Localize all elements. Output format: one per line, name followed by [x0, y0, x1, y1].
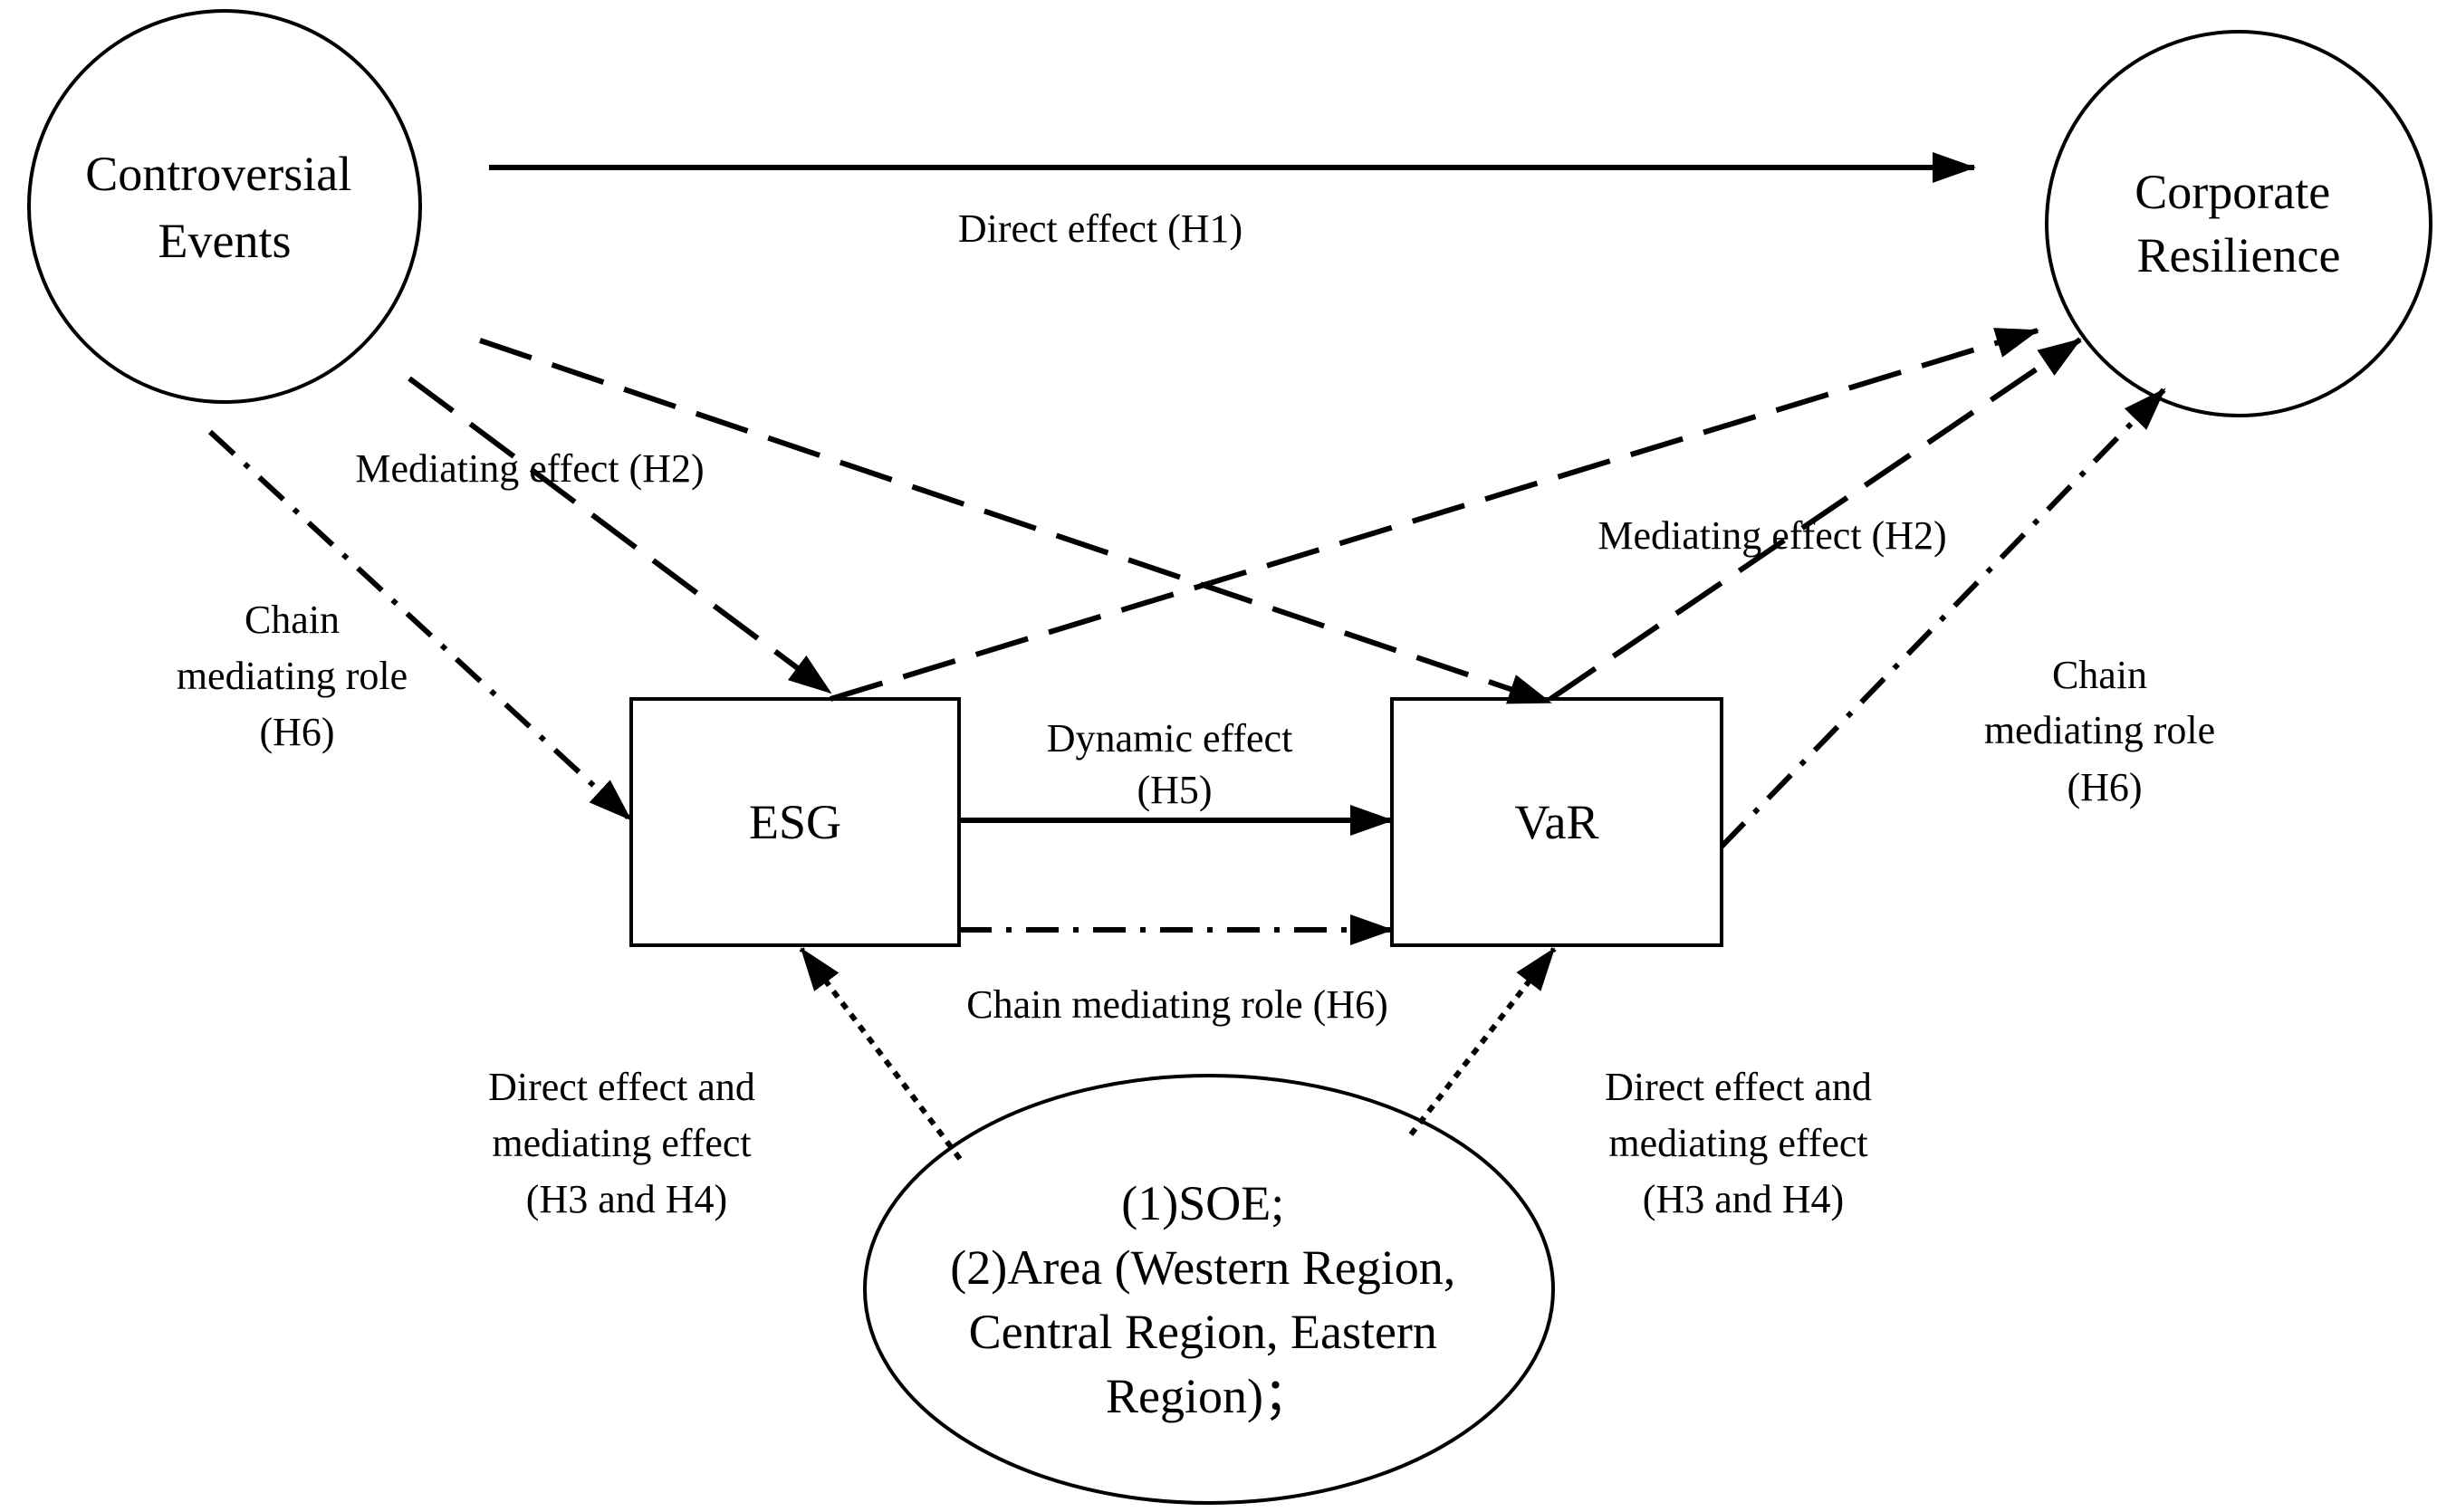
esg-node: ESG [629, 697, 961, 947]
moderators-node: (1)SOE; (2)Area (Western Region, Central… [863, 1074, 1555, 1505]
chain-mediating-h6-right-label: Chain mediating role (H6) [1984, 653, 2225, 809]
chain-mediating-h6-left-label: Chain mediating role (H6) [177, 598, 417, 754]
esg-label: ESG [749, 795, 841, 849]
moderation-to-esg-arrow [799, 947, 963, 1161]
mediating-esg-to-cr-arrow [830, 328, 2039, 702]
moderation-left-label: Direct effect and mediating effect (H3 a… [488, 1065, 765, 1221]
var-node: VaR [1390, 697, 1723, 947]
moderation-right-label: Direct effect and mediating effect (H3 a… [1605, 1065, 1882, 1221]
mediating-effect-h2-left-label: Mediating effect (H2) [355, 446, 704, 491]
dynamic-effect-h5-label: Dynamic effect (H5) [1047, 716, 1303, 812]
controversial-events-circle [27, 9, 422, 404]
controversial-events-node: Controversial Events [27, 9, 422, 404]
var-label: VaR [1515, 795, 1599, 849]
corporate-resilience-circle [2045, 30, 2432, 417]
moderators-label: (1)SOE; (2)Area (Western Region, Central… [950, 1176, 1467, 1423]
direct-effect-h1-label: Direct effect (H1) [958, 206, 1242, 251]
mediating-ce-to-var-arrow [479, 338, 1552, 705]
mediating-ce-to-esg-arrow [408, 376, 832, 695]
moderators-ellipse [863, 1074, 1555, 1505]
controversial-events-label: Controversial Events [85, 147, 363, 268]
mediating-var-to-cr-arrow [1549, 337, 2082, 702]
corporate-resilience-label: Corporate Resilience [2135, 165, 2342, 282]
chain-var-to-cr-arrow [1719, 387, 2167, 849]
moderation-to-var-arrow [1408, 947, 1557, 1136]
mediating-effect-h2-right-label: Mediating effect (H2) [1597, 513, 1946, 558]
chain-mediating-h6-bottom-label: Chain mediating role (H6) [966, 982, 1388, 1027]
chain-ce-to-esg-arrow [207, 429, 633, 822]
corporate-resilience-node: Corporate Resilience [2045, 30, 2432, 417]
